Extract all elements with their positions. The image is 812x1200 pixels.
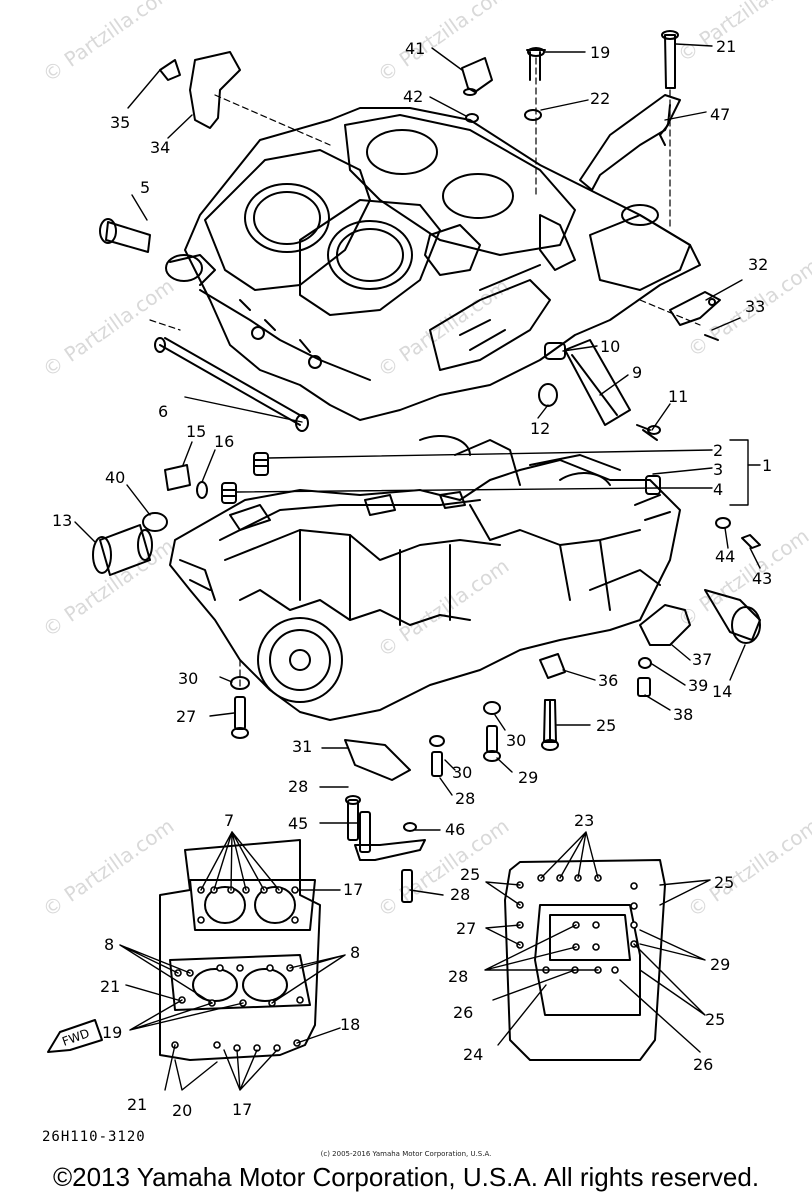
callout-8: 8 bbox=[104, 935, 114, 954]
small-copyright: (c) 2005-2016 Yamaha Motor Corporation, … bbox=[320, 1150, 492, 1158]
callout-27: 27 bbox=[456, 919, 476, 938]
callout-39: 39 bbox=[688, 676, 708, 695]
callout-17: 17 bbox=[232, 1100, 252, 1119]
dowels-2-3-4 bbox=[221, 452, 661, 504]
callout-26: 26 bbox=[693, 1055, 713, 1074]
callout-7: 7 bbox=[224, 811, 234, 830]
callout-33: 33 bbox=[745, 297, 765, 316]
callout-22: 22 bbox=[590, 89, 610, 108]
callout-21: 21 bbox=[716, 37, 736, 56]
upper-crankcase bbox=[184, 107, 701, 421]
part-11-screw bbox=[636, 424, 661, 441]
diagram-code: 26H110-3120 bbox=[42, 1129, 146, 1145]
assembly-lines bbox=[149, 57, 701, 691]
callout-13: 13 bbox=[52, 511, 72, 530]
lower-fasteners bbox=[230, 653, 566, 903]
callout-29: 29 bbox=[518, 768, 538, 787]
callout-43: 43 bbox=[752, 569, 772, 588]
callout-3: 3 bbox=[713, 460, 723, 479]
callout-21: 21 bbox=[100, 977, 120, 996]
part-5-pipe bbox=[99, 218, 216, 286]
callout-15: 15 bbox=[186, 422, 206, 441]
callout-17: 17 bbox=[343, 880, 363, 899]
callout-28: 28 bbox=[448, 967, 468, 986]
right-side-parts bbox=[637, 517, 761, 697]
part-32-bracket bbox=[669, 291, 721, 341]
callout-31: 31 bbox=[292, 737, 312, 756]
callout-21: 21 bbox=[127, 1095, 147, 1114]
callout-30: 30 bbox=[452, 763, 472, 782]
callout-25: 25 bbox=[460, 865, 480, 884]
top-fasteners bbox=[461, 30, 679, 123]
callout-34: 34 bbox=[150, 138, 170, 157]
callout-41: 41 bbox=[405, 39, 425, 58]
callout-25: 25 bbox=[596, 716, 616, 735]
part-47-bracket bbox=[579, 94, 681, 191]
callout-19: 19 bbox=[102, 1023, 122, 1042]
callout-20: 20 bbox=[172, 1101, 192, 1120]
lower-crankcase bbox=[169, 435, 681, 721]
callout-28: 28 bbox=[450, 885, 470, 904]
callout-29: 29 bbox=[710, 955, 730, 974]
callout-6: 6 bbox=[158, 402, 168, 421]
callout-5: 5 bbox=[140, 178, 150, 197]
callout-10: 10 bbox=[600, 337, 620, 356]
callout-labels: 41 19 21 42 22 47 35 34 5 32 33 10 9 6 1… bbox=[52, 37, 772, 1120]
callout-23: 23 bbox=[574, 811, 594, 830]
callout-40: 40 bbox=[105, 468, 125, 487]
callout-19: 19 bbox=[590, 43, 610, 62]
callout-32: 32 bbox=[748, 255, 768, 274]
callout-45: 45 bbox=[288, 814, 308, 833]
callout-30: 30 bbox=[506, 731, 526, 750]
callout-26: 26 bbox=[453, 1003, 473, 1022]
lower-bolt-pattern bbox=[504, 859, 666, 1061]
callout-11: 11 bbox=[668, 387, 688, 406]
part-34-bracket bbox=[159, 51, 241, 129]
callout-37: 37 bbox=[692, 650, 712, 669]
fwd-arrow-icon bbox=[47, 1019, 103, 1053]
callout-16: 16 bbox=[214, 432, 234, 451]
callout-24: 24 bbox=[463, 1045, 483, 1064]
callout-9: 9 bbox=[632, 363, 642, 382]
callout-47: 47 bbox=[710, 105, 730, 124]
callout-12: 12 bbox=[530, 419, 550, 438]
leader-lines bbox=[74, 43, 761, 1091]
callout-28: 28 bbox=[455, 789, 475, 808]
callout-14: 14 bbox=[712, 682, 732, 701]
callout-42: 42 bbox=[403, 87, 423, 106]
callout-27: 27 bbox=[176, 707, 196, 726]
callout-8: 8 bbox=[350, 943, 360, 962]
callout-4: 4 bbox=[713, 480, 723, 499]
callout-18: 18 bbox=[340, 1015, 360, 1034]
callout-46: 46 bbox=[445, 820, 465, 839]
callout-25: 25 bbox=[714, 873, 734, 892]
callout-28: 28 bbox=[288, 777, 308, 796]
callout-1: 1 bbox=[762, 456, 772, 475]
copyright-notice: ©2013 Yamaha Motor Corporation, U.S.A. A… bbox=[52, 1162, 760, 1192]
part-6-rod bbox=[154, 337, 309, 432]
callout-38: 38 bbox=[673, 705, 693, 724]
callout-2: 2 bbox=[713, 441, 723, 460]
callout-35: 35 bbox=[110, 113, 130, 132]
callout-30: 30 bbox=[178, 669, 198, 688]
callout-36: 36 bbox=[598, 671, 618, 690]
upper-bolt-pattern bbox=[159, 839, 321, 1061]
callout-25: 25 bbox=[705, 1010, 725, 1029]
callout-44: 44 bbox=[715, 547, 735, 566]
